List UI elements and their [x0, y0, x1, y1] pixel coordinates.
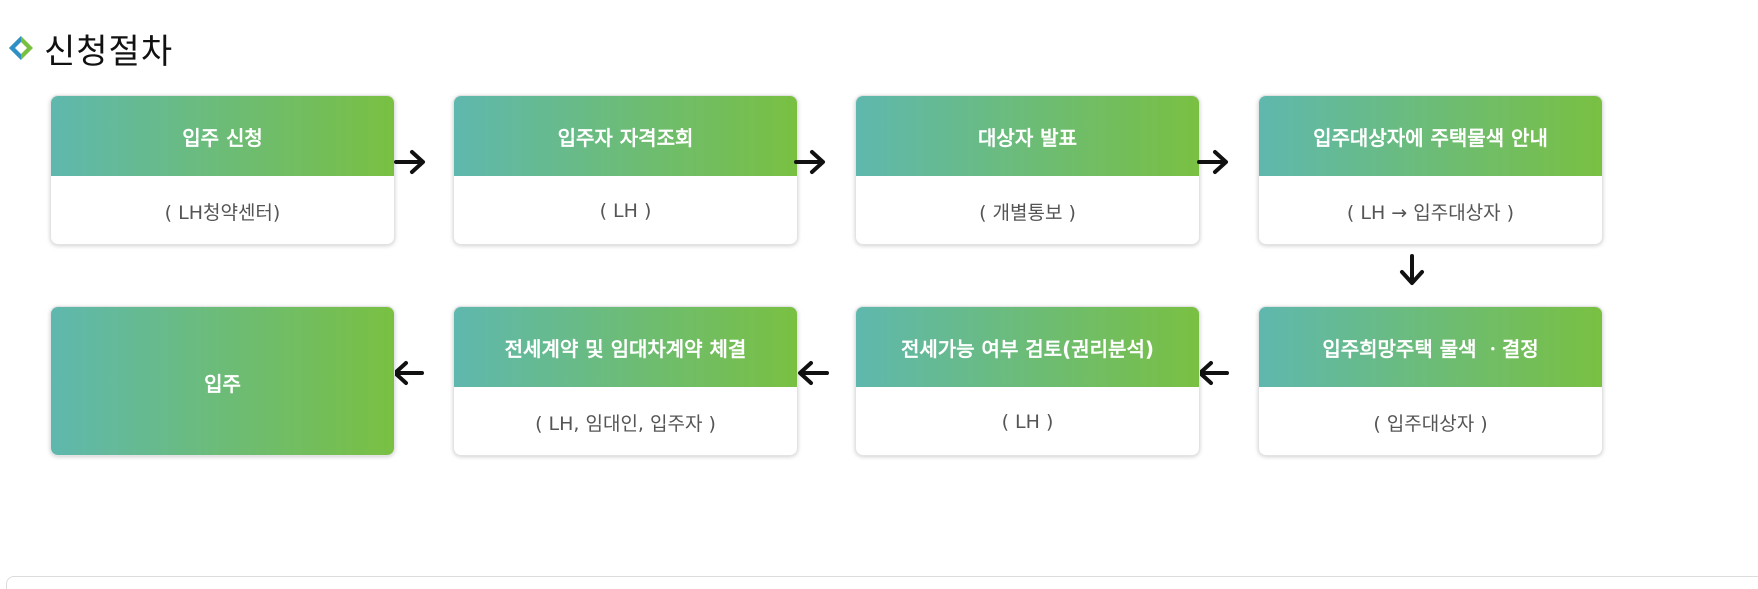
arrow-down-icon [1392, 250, 1432, 290]
step-title: 입주대상자에 주택물색 안내 [1259, 96, 1602, 176]
step-card-contract: 전세계약 및 임대차계약 체결 ( LH, 임대인, 입주자 ) [453, 306, 798, 456]
step-subtitle: ( LH청약센터) [164, 201, 281, 224]
step-subtitle: ( LH, 임대인, 입주자 ) [535, 412, 716, 435]
step-card-apply: 입주 신청 ( LH청약센터) [50, 95, 395, 245]
arrow-left-icon [1193, 353, 1233, 393]
step-title: 입주희망주택 물색 ㆍ결정 [1259, 307, 1602, 387]
step-subtitle: ( LH ) [1001, 411, 1054, 433]
arrow-right-icon [790, 142, 830, 182]
step-card-move-in: 입주 [50, 306, 395, 456]
step-title: 전세계약 및 임대차계약 체결 [454, 307, 797, 387]
next-section-box [6, 576, 1758, 589]
step-subtitle: ( LH → 입주대상자 ) [1346, 201, 1515, 224]
step-subtitle: ( 입주대상자 ) [1373, 412, 1488, 435]
section-header: 신청절차 [6, 28, 173, 72]
step-title: 전세가능 여부 검토(권리분석) [856, 307, 1199, 387]
step-subtitle: ( 개별통보 ) [979, 201, 1076, 224]
section-title: 신청절차 [44, 31, 174, 72]
step-card-eligibility: 입주자 자격조회 ( LH ) [453, 95, 798, 245]
step-subtitle: ( LH ) [599, 200, 652, 222]
arrow-right-icon [1193, 142, 1233, 182]
step-title: 입주 신청 [51, 96, 394, 176]
step-card-announcement: 대상자 발표 ( 개별통보 ) [855, 95, 1200, 245]
diamond-icon [6, 33, 36, 63]
step-card-select-house: 입주희망주택 물색 ㆍ결정 ( 입주대상자 ) [1258, 306, 1603, 456]
arrow-right-icon [390, 142, 430, 182]
step-card-housing-guide: 입주대상자에 주택물색 안내 ( LH → 입주대상자 ) [1258, 95, 1603, 245]
step-title: 입주자 자격조회 [454, 96, 797, 176]
step-card-rights-review: 전세가능 여부 검토(권리분석) ( LH ) [855, 306, 1200, 456]
step-title: 대상자 발표 [856, 96, 1199, 176]
arrow-left-icon [388, 353, 428, 393]
step-title: 입주 [51, 307, 394, 455]
arrow-left-icon [793, 353, 833, 393]
